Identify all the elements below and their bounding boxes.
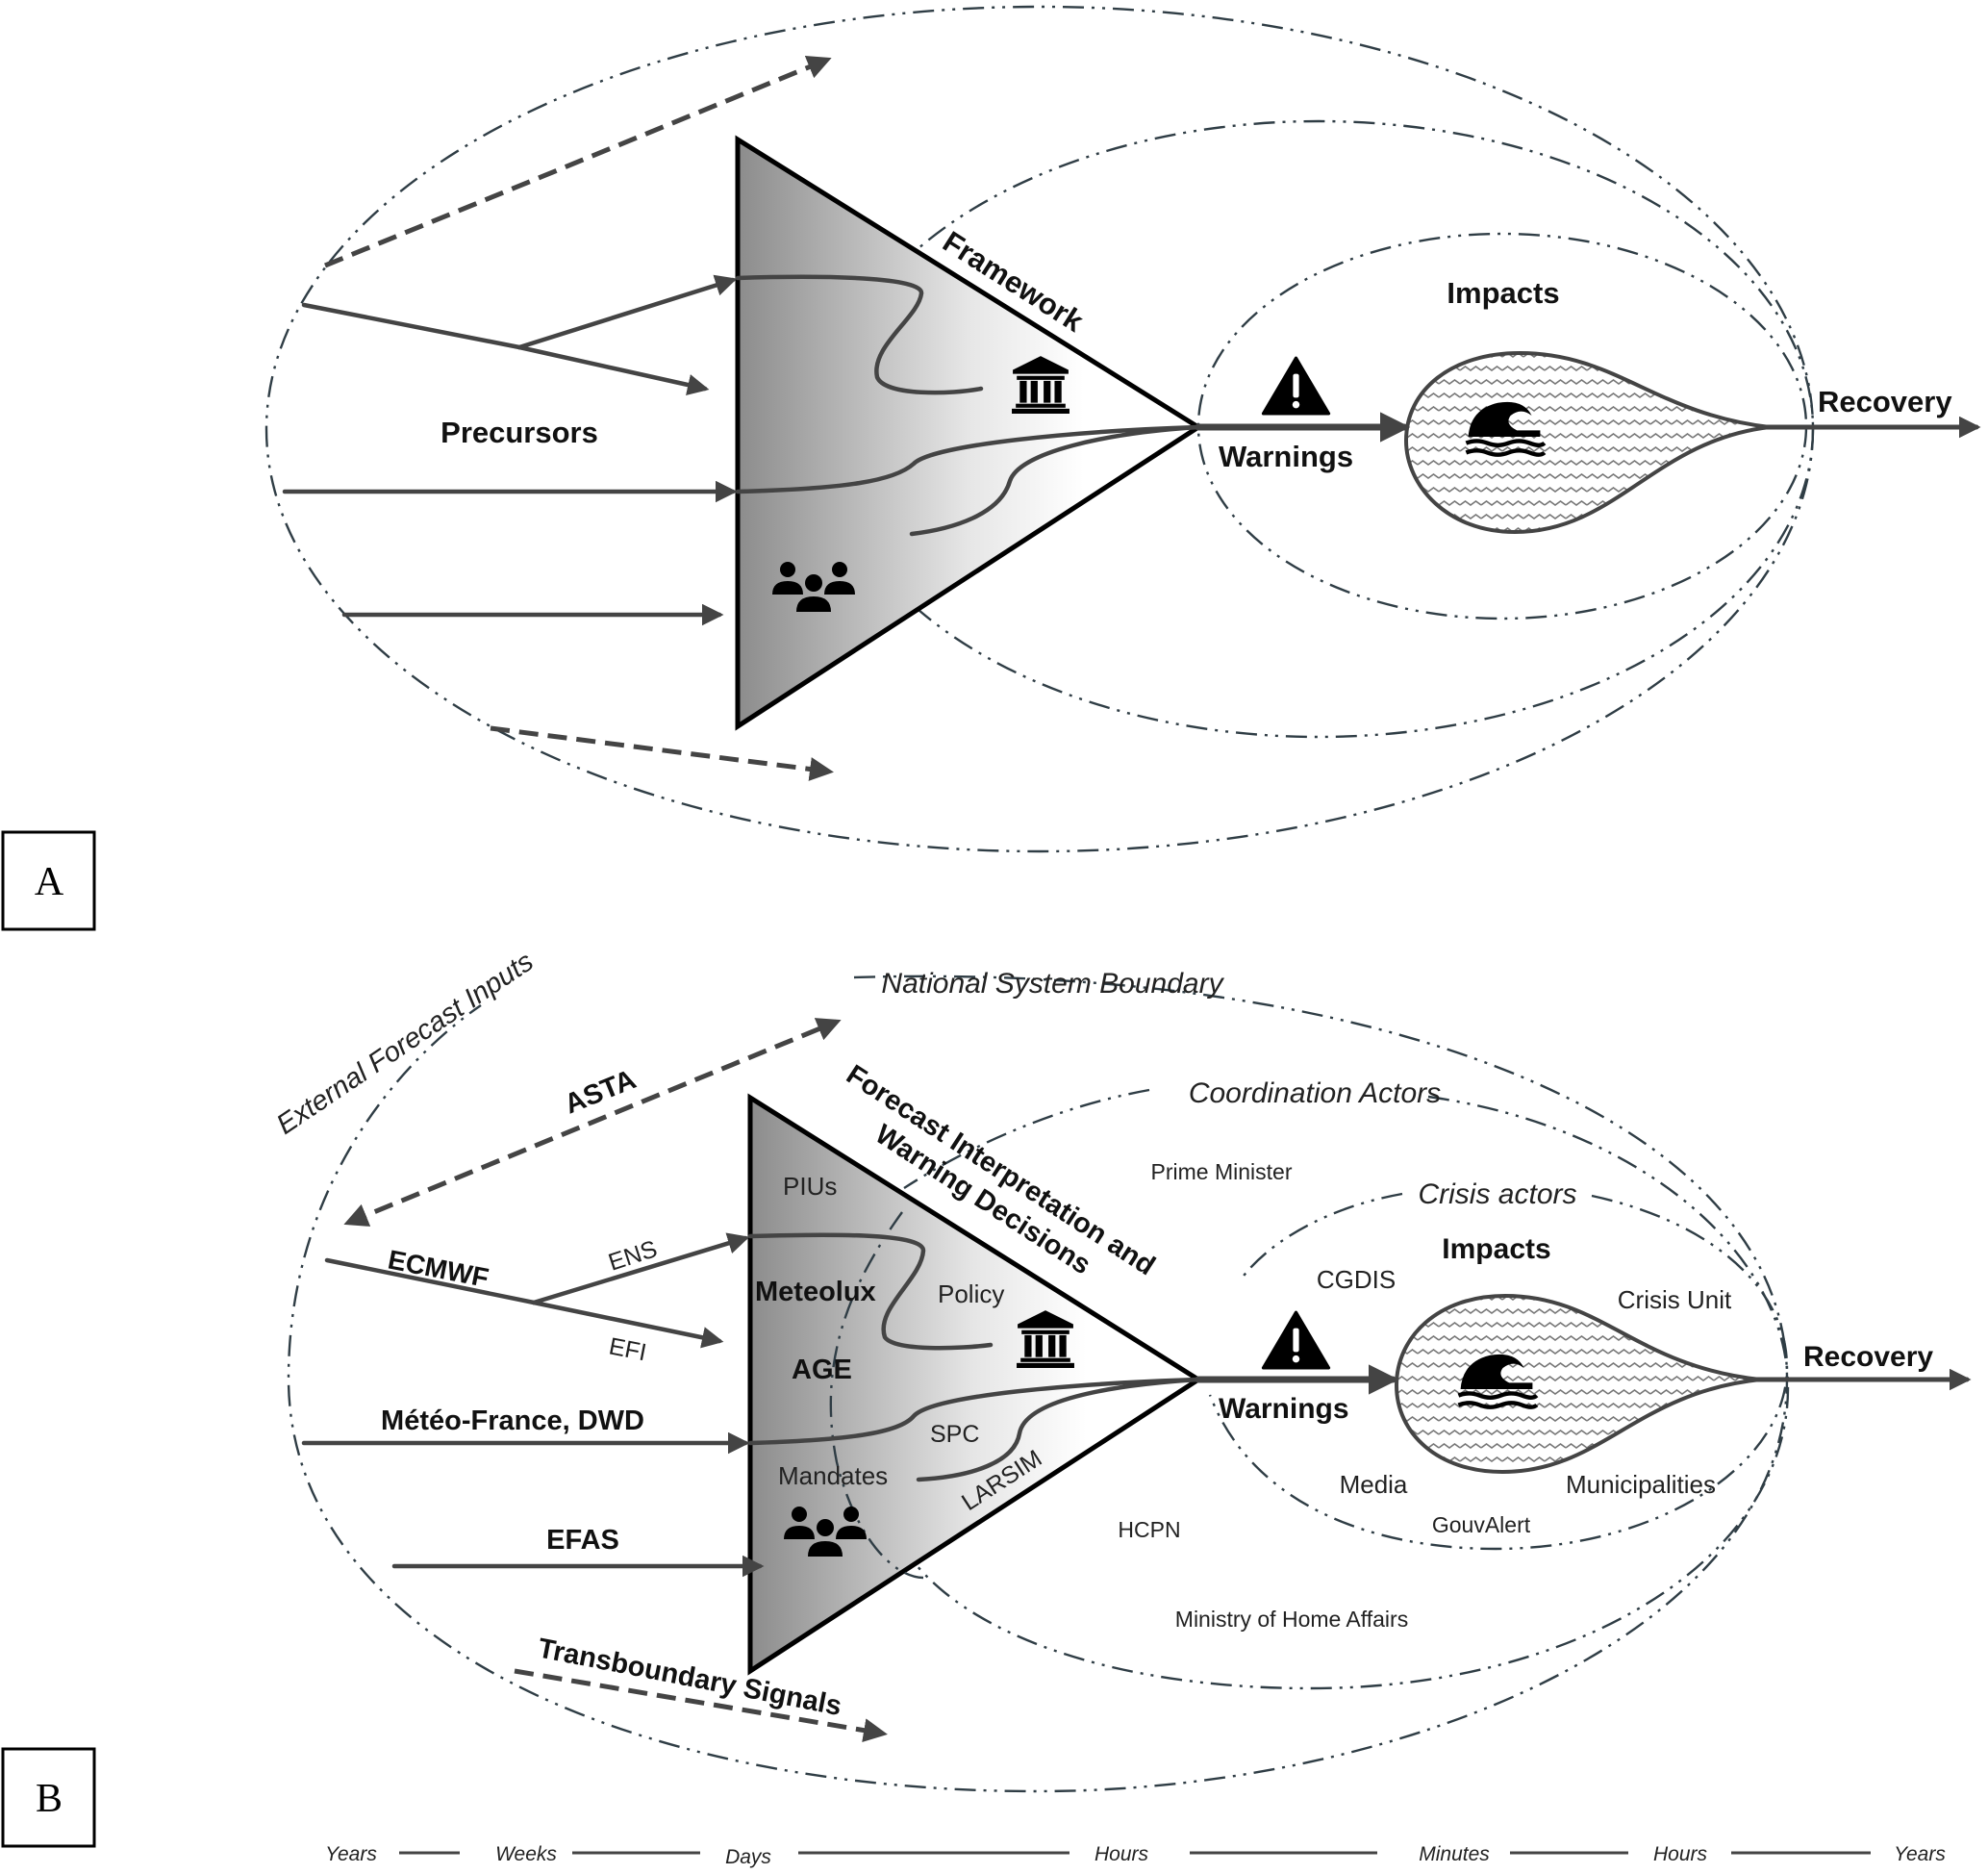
media-label: Media [1340,1470,1408,1499]
warning-triangle-icon [1261,1310,1331,1370]
timeline-label: Years [1894,1843,1946,1865]
asta-dashed-arrow [343,1018,842,1227]
prime-minister-label: Prime Minister [1151,1159,1293,1184]
age-label: AGE [792,1355,852,1385]
panel-a-recovery-label: Recovery [1818,385,1952,418]
panel-b-label-box: B [1,1747,96,1848]
panel-b-curve-top [747,1232,994,1351]
panel-a-split-upper-arrow [516,274,738,350]
panel-a-label-box: A [1,830,96,931]
panel-b-label: B [36,1777,63,1821]
timeline-label: Hours [1095,1843,1149,1865]
timeline-label: Days [725,1846,771,1868]
policy-label: Policy [938,1279,1004,1308]
timeline-label: Minutes [1419,1843,1490,1865]
national-system-boundary-label: National System Boundary [881,968,1224,1000]
ens-arrow [531,1232,750,1305]
coordination-actors-label: Coordination Actors [1189,1077,1441,1109]
panel-b: External Forecast Inputs National System… [271,947,1972,1793]
panel-a-impacts-label: Impacts [1447,276,1559,310]
spc-label: SPC [930,1421,979,1448]
efas-label: EFAS [546,1525,619,1556]
panel-a-curve-top [735,274,984,395]
panel-a: Precursors Framework Warnings Impacts Re… [264,5,1981,853]
panel-b-inner-dash-arc [829,1211,924,1580]
timeline-label: Weeks [495,1843,557,1865]
panel-a-split-lower-arrow [516,344,710,396]
mandates-label: Mandates [778,1461,888,1490]
panel-a-split-input [301,302,522,350]
panel-a-framework-triangle [735,135,1203,731]
transboundary-signals-label: Transboundary Signals [536,1633,844,1722]
panel-b-decision-triangle [747,1093,1203,1676]
panel-a-top-dashed-arrow [324,56,832,268]
warning-triangle-icon [1261,356,1331,416]
meteo-france-dwd-label: Météo-France, DWD [381,1406,644,1436]
meteolux-label: Meteolux [755,1277,876,1307]
panel-b-impacts-label: Impacts [1442,1233,1550,1265]
panel-a-curve-middle [735,424,1201,494]
efi-label: EFI [607,1332,649,1366]
panel-b-recovery-label: Recovery [1803,1341,1933,1373]
panel-b-impacts-shape [1394,1293,1761,1475]
crisis-unit-label: Crisis Unit [1618,1285,1732,1314]
gouvalert-label: GouvAlert [1432,1512,1531,1537]
ecmwf-input-line [324,1257,537,1305]
hcpn-label: HCPN [1118,1517,1180,1542]
panel-a-bottom-dashed-arrow [490,725,834,781]
external-forecast-inputs-label: External Forecast Inputs [271,947,539,1141]
panel-a-impacts-shape [1403,350,1771,535]
panel-a-curve-lower [909,424,1201,537]
municipalities-label: Municipalities [1566,1470,1716,1499]
ecmwf-label: ECMWF [386,1244,491,1293]
timeline-label: Years [325,1843,377,1865]
asta-label: ASTA [561,1064,641,1120]
panel-b-national-boundary [287,975,1789,1793]
transboundary-dashed-arrow [514,1668,888,1742]
timeline: Years Weeks Days Hours Minutes Hours Yea… [325,1843,1946,1868]
panel-b-warnings-label: Warnings [1219,1393,1349,1425]
panel-b-coordination-boundary [903,1088,1790,1690]
panel-a-label: A [35,860,64,904]
panel-b-curve-middle [747,1377,1201,1446]
cgdis-label: CGDIS [1317,1265,1396,1294]
timeline-label: Hours [1653,1843,1708,1865]
pius-label: PIUs [783,1172,837,1201]
panel-b-crisis-boundary [1208,1192,1789,1551]
crisis-actors-label: Crisis actors [1418,1178,1576,1210]
panel-b-curve-lower [916,1377,1201,1482]
panel-a-warnings-label: Warnings [1219,440,1353,473]
ministry-home-affairs-label: Ministry of Home Affairs [1175,1607,1408,1632]
efi-arrow [531,1300,724,1349]
panel-a-precursors-label: Precursors [440,416,598,449]
